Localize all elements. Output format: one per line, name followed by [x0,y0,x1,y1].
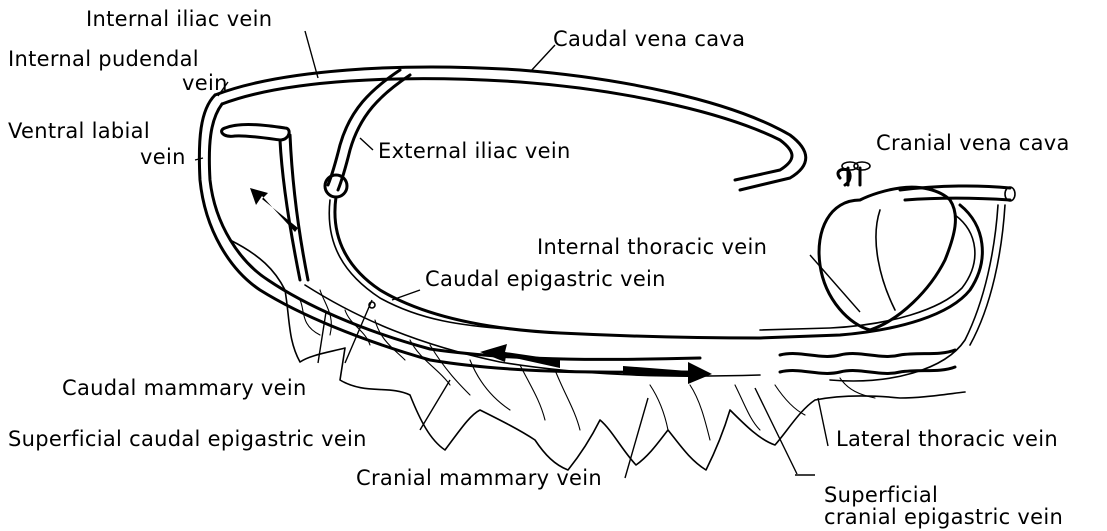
arrow-right [623,362,712,384]
label-internal-pudendal-vein-line1: Internal pudendal [8,48,199,70]
external-iliac-vessel [338,75,410,190]
label-ventral-labial-vein-line1: Ventral labial [8,120,150,142]
label-caudal-vena-cava: Caudal vena cava [553,28,745,50]
label-internal-thoracic-vein: Internal thoracic vein [537,236,767,258]
label-internal-pudendal-vein-line2: vein [182,72,228,94]
label-superficial-cranial-epigastric-vein-line1: Superficial [824,484,938,506]
heart-outline [819,187,955,330]
internal-thoracic-vessel-2 [760,215,975,330]
label-ventral-labial-vein-line2: vein [140,146,186,168]
label-internal-iliac-vein: Internal iliac vein [86,8,272,30]
arrow-up-left [250,188,298,232]
internal-pudendal-vessel [199,95,700,372]
label-superficial-cranial-epigastric-vein-line2: cranial epigastric vein [824,506,1063,528]
label-caudal-epigastric-vein: Caudal epigastric vein [425,268,666,290]
label-caudal-mammary-vein: Caudal mammary vein [62,377,307,399]
internal-thoracic-vessel [760,205,982,338]
label-cranial-vena-cava: Cranial vena cava [876,132,1070,154]
label-lateral-thoracic-vein: Lateral thoracic vein [836,428,1058,450]
heart-vessel-cap-2 [854,162,870,170]
lateral-thoracic-wavy [780,350,955,356]
heart-septum [876,210,895,310]
label-cranial-mammary-vein: Cranial mammary vein [356,467,602,489]
mammary-vein-network [300,290,875,440]
caudal-vena-cava-vessel-inner [222,79,792,180]
vulva-loop [222,125,290,140]
external-iliac-vessel-2 [328,70,400,185]
cranial-vena-cava-vessel-2 [905,198,1010,200]
label-superficial-caudal-epigastric-vein: Superficial caudal epigastric vein [8,428,367,450]
label-external-iliac-vein: External iliac vein [378,140,571,162]
vulva-descending-2 [290,135,308,280]
